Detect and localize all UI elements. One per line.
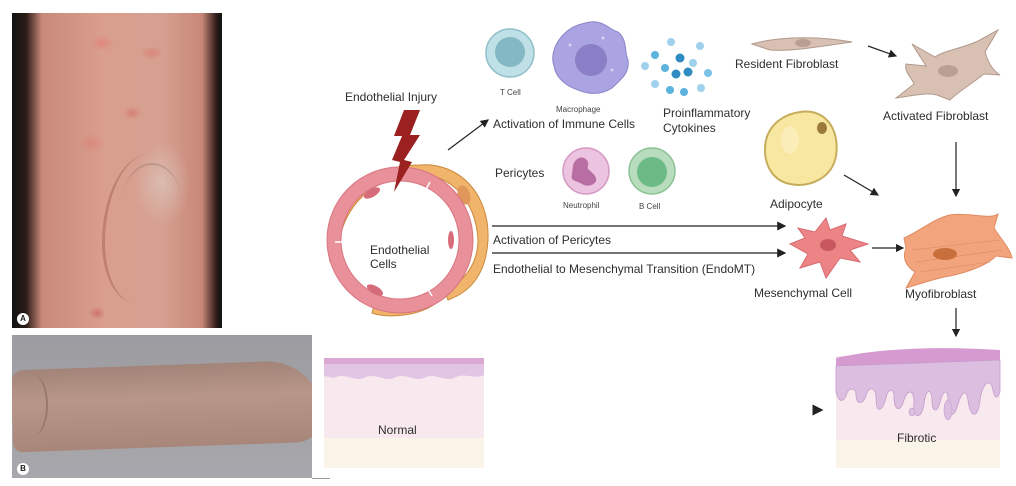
mesenchymal-cell-label: Mesenchymal Cell	[754, 286, 853, 300]
mesenchymal-cell-icon	[788, 216, 870, 280]
divider	[312, 478, 330, 479]
endothelial-cells-label-line2: Cells	[370, 257, 397, 271]
cytokines-label: Proinflammatory	[663, 106, 751, 120]
macrophage-icon	[552, 21, 629, 94]
cytokines-icon	[641, 38, 712, 96]
activated-fibroblast-label: Activated Fibroblast	[883, 109, 989, 123]
arrow-to-immune	[447, 119, 489, 151]
pericyte-activation-label: Activation of Pericytes	[493, 233, 612, 247]
b-cell-label: B Cell	[639, 202, 661, 211]
endothelial-cells-label: Endothelial	[370, 243, 430, 257]
myofibroblast-icon	[903, 212, 1013, 289]
panel-a-badge: A	[17, 313, 29, 325]
fibrotic-skin-icon	[835, 348, 1001, 468]
neutrophil-label: Neutrophil	[563, 201, 600, 210]
adipocyte-icon	[764, 110, 838, 186]
skin-fold	[102, 153, 185, 303]
fibrotic-skin-label: Fibrotic	[897, 431, 937, 445]
arrow-to-activated-fibroblast	[867, 45, 898, 58]
clinical-photo-b	[12, 335, 312, 478]
wrist-crease	[20, 375, 48, 435]
neutrophil-icon	[562, 147, 610, 195]
skin-fold	[122, 163, 182, 245]
endomt-label: Endothelial to Mesenchymal Transition (E…	[493, 262, 756, 276]
arrow-adipocyte-to-myofibroblast	[843, 174, 880, 196]
adipocyte-label: Adipocyte	[770, 197, 823, 211]
b-cell-icon	[628, 147, 676, 195]
resident-fibroblast-icon	[750, 37, 853, 51]
pericytes-label: Pericytes	[495, 166, 545, 180]
endothelial-ring	[326, 166, 474, 314]
myofibroblast-label: Myofibroblast	[905, 287, 977, 301]
normal-skin-label: Normal	[378, 423, 417, 437]
clinical-photo-a	[12, 13, 222, 328]
t-cell-label: T Cell	[500, 88, 521, 97]
t-cell-icon	[485, 28, 535, 78]
cytokines-label-line2: Cytokines	[663, 121, 716, 135]
normal-skin-icon	[324, 358, 484, 468]
panel-b-badge: B	[17, 463, 29, 475]
injury-bolt-icon	[392, 110, 420, 192]
macrophage-label: Macrophage	[556, 105, 601, 114]
endothelial-injury-label: Endothelial Injury	[345, 90, 438, 104]
activation-immune-cells-label: Activation of Immune Cells	[493, 117, 636, 131]
activated-fibroblast-icon	[894, 28, 1001, 101]
resident-fibroblast-label: Resident Fibroblast	[735, 57, 839, 71]
